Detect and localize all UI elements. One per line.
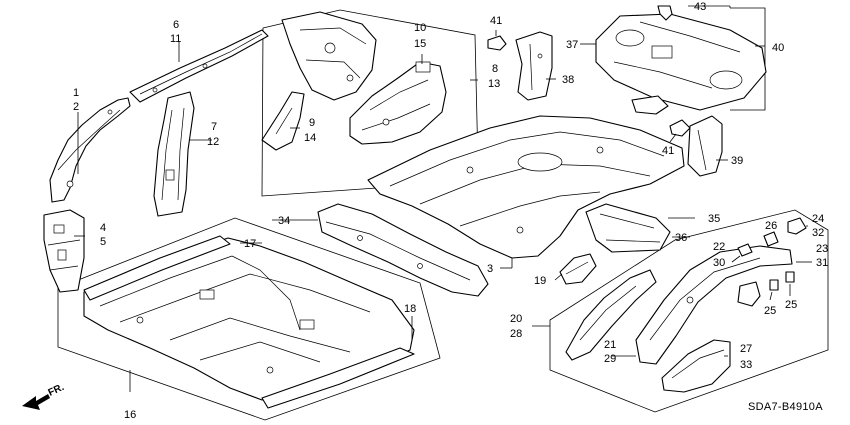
rear-frame-group-box [549,209,829,413]
clip-43-part [657,5,673,21]
rear-crossmember-part [317,203,489,297]
leader-lines [74,5,812,392]
front-direction-arrow: FR. [22,382,66,410]
callout-29: 29 [604,353,616,365]
rear-floor-part [367,115,685,259]
rear-frame-29-part [635,245,793,365]
callout-35: 35 [708,213,720,225]
direction-label: FR. [47,382,66,399]
tray-bracket-part [631,95,669,115]
callout-23: 23 [816,243,828,255]
rear-tray-bracket [730,7,766,111]
front-floor-part [83,237,415,401]
callout-1: 1 [73,87,79,99]
callout-32: 32 [812,227,824,239]
b-pillar-part [153,91,195,217]
diagram-code: SDA7-B4910A [748,401,823,413]
callout-39: 39 [731,155,743,167]
callout-2: 2 [73,101,79,113]
vertical-bracket-38-part [515,31,553,101]
bracket-25a-part [769,279,779,291]
bracket-26-part [763,231,779,247]
bracket-22-part [737,243,753,257]
callout-15: 15 [414,38,426,50]
clip-41-upper-part [487,35,507,51]
callout-6: 6 [173,19,179,31]
lower-a-pillar-part [43,209,85,293]
callout-43: 43 [694,1,706,13]
bracket-39-part [687,115,723,177]
callout-4: 4 [100,222,106,234]
callout-8: 8 [492,63,498,75]
callout-5: 5 [100,236,106,248]
callout-34: 34 [278,215,290,227]
rear-quarter-inner-part [281,11,377,101]
callout-17: 17 [244,238,256,250]
callout-9: 9 [309,117,315,129]
rear-side-frame-part [565,269,657,361]
rear-wheelhouse-part [349,61,447,145]
roof-side-rail-part [129,29,269,103]
callout-22: 22 [713,241,725,253]
callout-19: 19 [534,275,546,287]
clip-41-lower-part [669,119,691,137]
callout-30: 30 [713,257,725,269]
bracket-24-part [787,217,807,235]
callout-3: 3 [487,263,493,275]
front-floor-group-box [57,217,441,421]
callout-36: 36 [675,232,687,244]
floor-rail-17-part [83,235,231,301]
callout-38: 38 [562,74,574,86]
callout-25b: 25 [785,299,797,311]
callout-37: 37 [566,39,578,51]
a-pillar-inner-part [49,97,131,203]
callout-28: 28 [510,328,522,340]
callout-21: 21 [604,339,616,351]
rear-parcel-tray-part [595,13,767,111]
small-bracket-part [559,253,597,285]
callout-41a: 41 [490,15,502,27]
bracket-25b-part [785,271,795,283]
callout-33: 33 [740,359,752,371]
rear-bracket-part [585,203,671,253]
callout-27: 27 [740,343,752,355]
callout-7: 7 [211,121,217,133]
rear-extension-part [661,339,731,393]
callout-25a: 25 [764,305,776,317]
c-pillar-lower-part [261,91,305,151]
callout-numbers: 1 2 3 4 5 6 7 8 9 10 11 12 13 14 15 16 1… [73,1,828,421]
callout-10: 10 [414,22,426,34]
callout-13: 13 [488,78,500,90]
callout-12: 12 [207,136,219,148]
callout-40: 40 [772,42,784,54]
callout-41b: 41 [662,145,674,157]
callout-24: 24 [812,213,824,225]
floor-rail-18-part [261,347,415,409]
bracket-30-part [737,281,761,307]
callout-11: 11 [170,33,181,45]
callout-18: 18 [404,303,416,315]
callout-26: 26 [765,220,777,232]
callout-16: 16 [124,409,136,421]
callout-14: 14 [304,132,316,144]
callout-20: 20 [510,313,522,325]
callout-31: 31 [816,257,828,269]
